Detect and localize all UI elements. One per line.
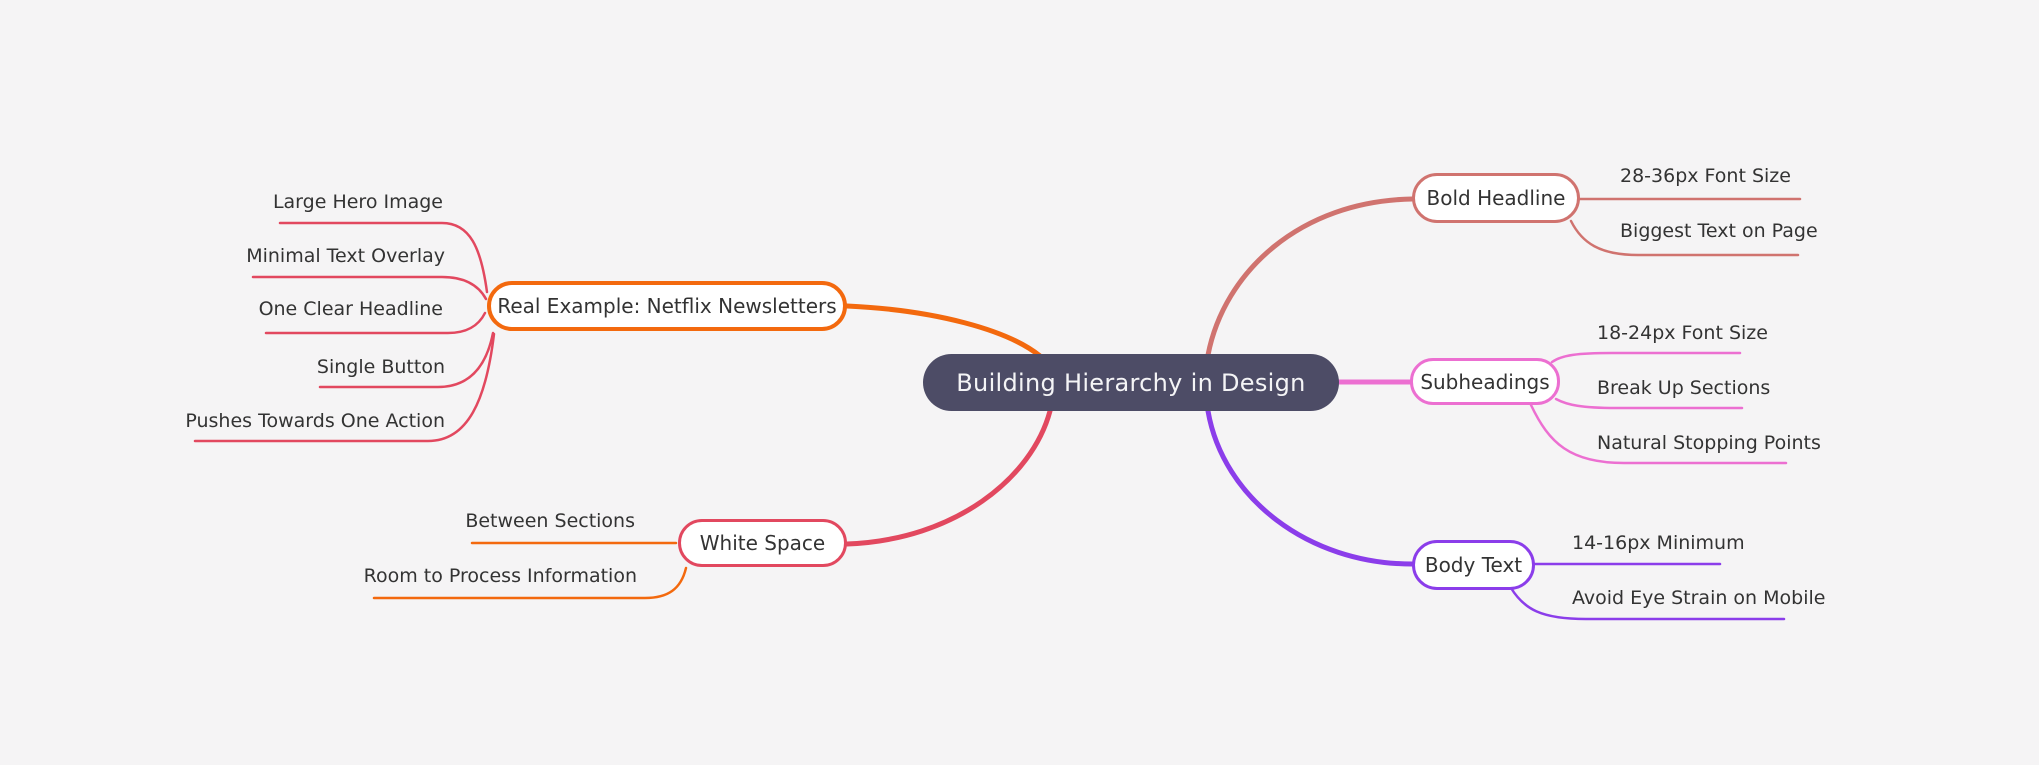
- leaf-label-single-button: Single Button: [316, 356, 445, 378]
- branch-node-subheadings: Subheadings: [1410, 358, 1560, 405]
- leaf-label-natural-stopping-points: Natural Stopping Points: [1597, 432, 1821, 454]
- leaf-label-14-16px-minimum: 14-16px Minimum: [1572, 532, 1745, 554]
- root-node-label: Building Hierarchy in Design: [956, 368, 1306, 397]
- leaf-label-break-up-sections: Break Up Sections: [1597, 377, 1771, 399]
- edge-root-netflix: [844, 303, 1043, 359]
- branch-node-body-text: Body Text: [1412, 540, 1535, 590]
- edge-netflix-one-clear-headline: [264, 311, 487, 335]
- edge-root-body-text: [1205, 408, 1415, 567]
- edge-root-bold-headline: [1205, 196, 1415, 358]
- branch-label-subheadings: Subheadings: [1420, 369, 1550, 394]
- edge-netflix-pushes-towards-one-action: [193, 332, 496, 443]
- edge-root-white-space: [844, 408, 1053, 547]
- edge-netflix-single-button: [318, 331, 495, 389]
- leaf-label-minimal-text-overlay: Minimal Text Overlay: [246, 245, 445, 267]
- edge-subheadings-natural-stopping: [1529, 403, 1788, 465]
- leaf-label-biggest-text-on-page: Biggest Text on Page: [1620, 220, 1818, 242]
- leaf-label-28-36px-font-size: 28-36px Font Size: [1620, 165, 1791, 187]
- root-node: Building Hierarchy in Design: [923, 354, 1339, 411]
- edge-netflix-large-hero-image: [278, 221, 489, 294]
- edge-white-space-room-to-process-information: [372, 566, 688, 600]
- leaf-label-one-clear-headline: One Clear Headline: [258, 298, 443, 320]
- branch-node-netflix: Real Example: Netflix Newsletters: [487, 281, 847, 331]
- branch-label-body-text: Body Text: [1424, 553, 1523, 577]
- branch-label-bold-headline: Bold Headline: [1426, 186, 1566, 210]
- leaf-label-18-24px-font-size: 18-24px Font Size: [1597, 322, 1768, 344]
- edge-subheadings-break-up: [1554, 397, 1744, 410]
- branch-node-bold-headline: Bold Headline: [1412, 173, 1580, 223]
- leaf-label-large-hero-image: Large Hero Image: [272, 191, 443, 213]
- leaf-label-room-to-process-information: Room to Process Information: [363, 565, 637, 587]
- leaf-label-between-sections: Between Sections: [465, 510, 635, 532]
- edge-body-text-eye-strain: [1509, 586, 1786, 621]
- edge-bold-headline-biggest-text: [1569, 219, 1800, 257]
- edge-netflix-minimal-text-overlay: [251, 275, 488, 301]
- branch-label-netflix: Real Example: Netflix Newsletters: [497, 294, 837, 318]
- edge-subheadings-font-size: [1550, 351, 1742, 364]
- leaf-label-pushes-towards-one-action: Pushes Towards One Action: [185, 410, 445, 432]
- branch-node-white-space: White Space: [678, 519, 847, 567]
- leaf-label-avoid-eye-strain-on-mobile: Avoid Eye Strain on Mobile: [1572, 587, 1826, 609]
- branch-label-white-space: White Space: [699, 531, 826, 555]
